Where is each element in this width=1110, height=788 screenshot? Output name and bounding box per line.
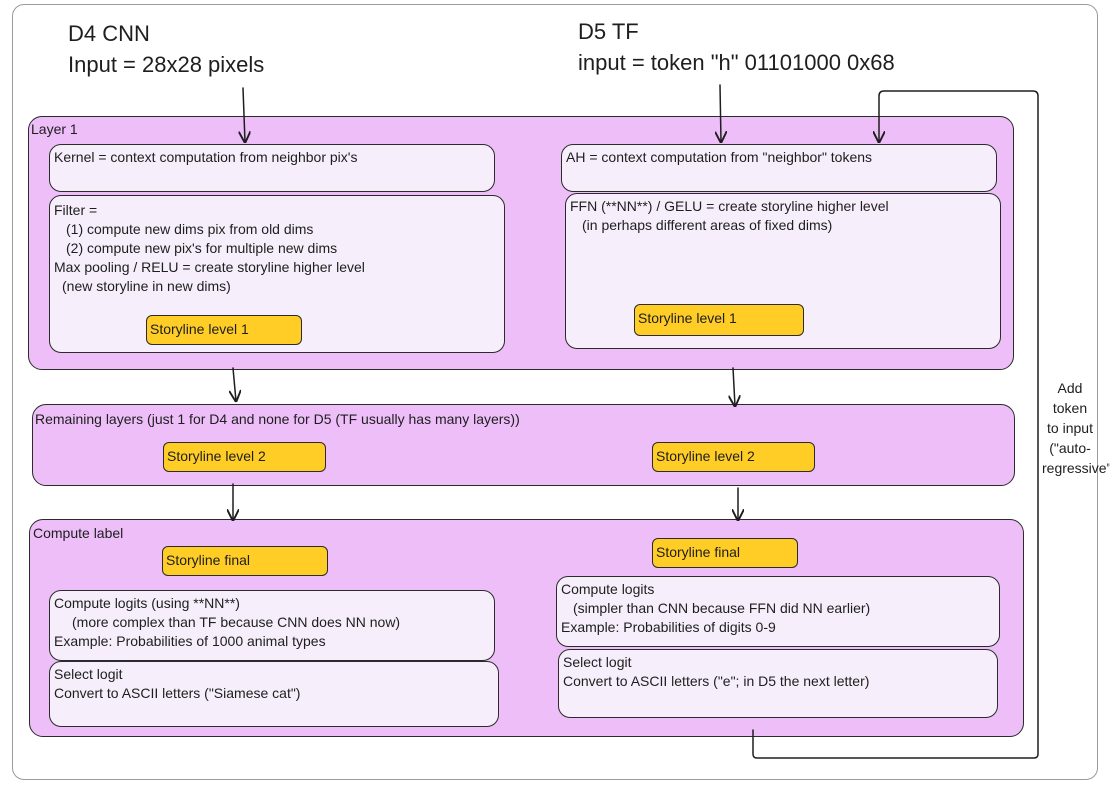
cnn-filter-line: Filter = <box>54 202 98 218</box>
tf-select-line: Convert to ASCII letters ("e"; in D5 the… <box>563 673 870 689</box>
cnn-title: D4 CNN <box>68 21 150 46</box>
cnn-select-line: Convert to ASCII letters ("Siamese cat") <box>54 685 301 701</box>
tf-ffn-line: (in perhaps different areas of fixed dim… <box>582 217 833 233</box>
cnn-kernel-box: Kernel = context computation from neighb… <box>49 144 495 192</box>
compute-label-title: Compute label <box>33 525 124 541</box>
cnn-logits-line: Compute logits (using **NN**) <box>54 595 240 611</box>
layer1-title: Layer 1 <box>31 121 78 137</box>
cnn-heading: D4 CNN Input = 28x28 pixels <box>68 18 264 80</box>
tf-select-logit-box: Select logit Convert to ASCII letters ("… <box>558 649 998 718</box>
cnn-logits-line: Example: Probabilities of 1000 animal ty… <box>54 633 326 649</box>
cnn-storyline-final-badge: Storyline final <box>162 546 328 576</box>
tf-select-line: Select logit <box>563 654 632 670</box>
tf-logits-line: Compute logits <box>561 581 655 597</box>
cnn-select-line: Select logit <box>54 666 123 682</box>
cnn-filter-line: (2) compute new pix's for multiple new d… <box>66 240 338 256</box>
tf-heading: D5 TF input = token "h" 01101000 0x68 <box>578 16 895 78</box>
tf-storyline-level2-badge: Storyline level 2 <box>652 442 815 472</box>
cnn-kernel-text: Kernel = context computation from neighb… <box>54 149 358 165</box>
cnn-compute-logits-box: Compute logits (using **NN**) (more comp… <box>49 590 495 661</box>
cnn-select-logit-box: Select logit Convert to ASCII letters ("… <box>49 661 499 727</box>
tf-ffn-line: FFN (**NN**) / GELU = create storyline h… <box>570 198 889 214</box>
tf-logits-line: (simpler than CNN because FFN did NN ear… <box>573 600 871 616</box>
cnn-filter-line: Max pooling / RELU = create storyline hi… <box>54 259 365 275</box>
cnn-filter-line: (1) compute new dims pix from old dims <box>66 221 314 237</box>
cnn-filter-box: Filter = (1) compute new dims pix from o… <box>49 195 505 353</box>
tf-storyline-level1-badge: Storyline level 1 <box>634 304 804 336</box>
autoregressive-note: Add token to input ("auto- regressive" <box>1042 380 1110 476</box>
cnn-storyline-level1-badge: Storyline level 1 <box>146 315 302 345</box>
cnn-logits-line: (more complex than TF because CNN does N… <box>72 614 401 630</box>
tf-storyline-final-badge: Storyline final <box>652 538 798 568</box>
tf-compute-logits-box: Compute logits (simpler than CNN because… <box>556 576 1000 647</box>
diagram-frame <box>12 4 1098 780</box>
cnn-filter-line: (new storyline in new dims) <box>62 278 231 294</box>
cnn-storyline-level2-badge: Storyline level 2 <box>163 442 326 472</box>
tf-logits-line: Example: Probabilities of digits 0-9 <box>561 619 776 635</box>
tf-input: input = token "h" 01101000 0x68 <box>578 50 895 75</box>
tf-title: D5 TF <box>578 19 639 44</box>
tf-ah-text: AH = context computation from "neighbor"… <box>566 149 873 165</box>
cnn-input: Input = 28x28 pixels <box>68 52 265 77</box>
remaining-layers-title: Remaining layers (just 1 for D4 and none… <box>35 411 520 427</box>
tf-ah-box: AH = context computation from "neighbor"… <box>561 144 997 192</box>
